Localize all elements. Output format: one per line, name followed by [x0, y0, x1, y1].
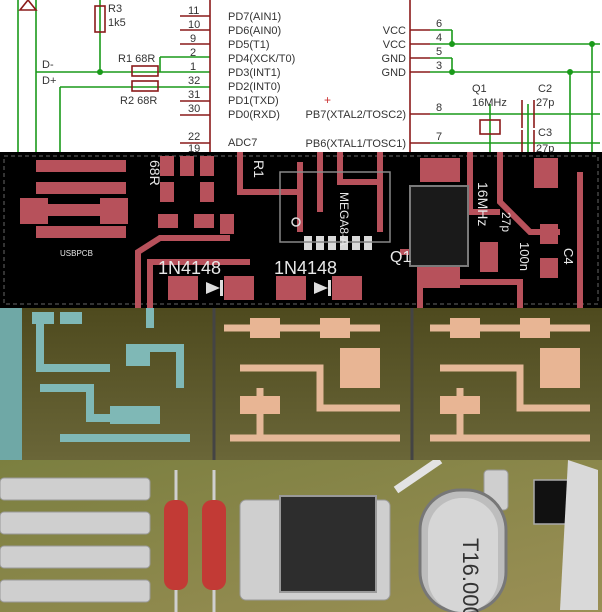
- pin-name-r3: GND: [382, 53, 407, 65]
- r3-value: 1k5: [108, 17, 126, 29]
- c2-value: 27p: [536, 97, 554, 109]
- pcb-diode2-label: 1N4148: [274, 258, 337, 278]
- c3-label: C3: [538, 127, 552, 139]
- r2-label: R2 68R: [120, 95, 157, 107]
- pin-num-5: 1: [190, 61, 196, 73]
- pcb-xtal-label: 16MHz: [475, 182, 491, 226]
- dminus-label: D-: [42, 59, 54, 71]
- pin-num-r4: 3: [436, 60, 442, 72]
- pin-num-7: 31: [188, 89, 200, 101]
- pin-num-r3: 5: [436, 46, 442, 58]
- pin-num-2: 10: [188, 19, 200, 31]
- dplus-label: D+: [42, 75, 56, 87]
- pin-name-r4: GND: [382, 67, 407, 79]
- pin-num-r1: 6: [436, 18, 442, 30]
- pin-name-r2: VCC: [383, 39, 406, 51]
- pcb-layout-panel: USBPCB 1N4148 1N4148 MEGA8-A 68R R1 Q1 1…: [0, 152, 602, 308]
- pin-num-8: 30: [188, 103, 200, 115]
- etched-boards-photo: [0, 308, 602, 460]
- crystal-marking: T16.000: [458, 538, 483, 612]
- pcb-q1-label: Q1: [390, 249, 411, 266]
- pcb-ic-label: MEGA8-A: [337, 192, 351, 246]
- pin-name-2: PD6(AIN0): [228, 25, 281, 37]
- pin-num-9: 22: [188, 131, 200, 143]
- c2-label: C2: [538, 83, 552, 95]
- q1-label: Q1: [472, 83, 487, 95]
- pin-name-1: PD7(AIN1): [228, 11, 281, 23]
- pcb-r1-label: R1: [251, 160, 267, 178]
- pin-num-r5: 8: [436, 102, 442, 114]
- pin-name-4: PD4(XCK/T0): [228, 53, 295, 65]
- pin-name-6: PD2(INT0): [228, 81, 281, 93]
- pin-num-3: 9: [190, 33, 196, 45]
- pin-num-6: 32: [188, 75, 200, 87]
- pcb-cap-label: 100n: [517, 242, 532, 271]
- pin-num-r6: 7: [436, 131, 442, 143]
- pin-name-r5: PB7(XTAL2/TOSC2): [306, 109, 406, 121]
- pin-num-4: 2: [190, 47, 196, 59]
- pin-name-8: PD0(RXD): [228, 109, 280, 121]
- pin-num-10: 19: [188, 143, 200, 152]
- pcb-diode1-label: 1N4148: [158, 258, 221, 278]
- pin-name-9: ADC7: [228, 137, 257, 149]
- pin-name-r6: PB6(XTAL1/TOSC1): [306, 138, 406, 150]
- pcb-usb-label: USBPCB: [60, 249, 93, 258]
- pin-name-5: PD3(INT1): [228, 67, 281, 79]
- pcb-r68-label: 68R: [147, 160, 163, 186]
- assembled-board-photo: T16.000: [0, 460, 602, 612]
- pin-num-1: 11: [188, 5, 199, 17]
- pcb-c27-label: 27p: [499, 212, 513, 232]
- pin-num-r2: 4: [436, 32, 442, 44]
- c3-value: 27p: [536, 143, 554, 152]
- pcb-c4-label: C4: [561, 248, 576, 265]
- pin-name-r1: VCC: [383, 25, 406, 37]
- pin-name-7: PD1(TXD): [228, 95, 279, 107]
- pin-name-3: PD5(T1): [228, 39, 270, 51]
- q1-value: 16MHz: [472, 97, 507, 109]
- schematic-panel: R3 1k5 D- D+ R1 68R R2 68R 11 10 9 2 1 3…: [0, 0, 602, 152]
- r3-label: R3: [108, 3, 122, 15]
- svg-text:+: +: [324, 93, 331, 107]
- r1-label: R1 68R: [118, 53, 155, 65]
